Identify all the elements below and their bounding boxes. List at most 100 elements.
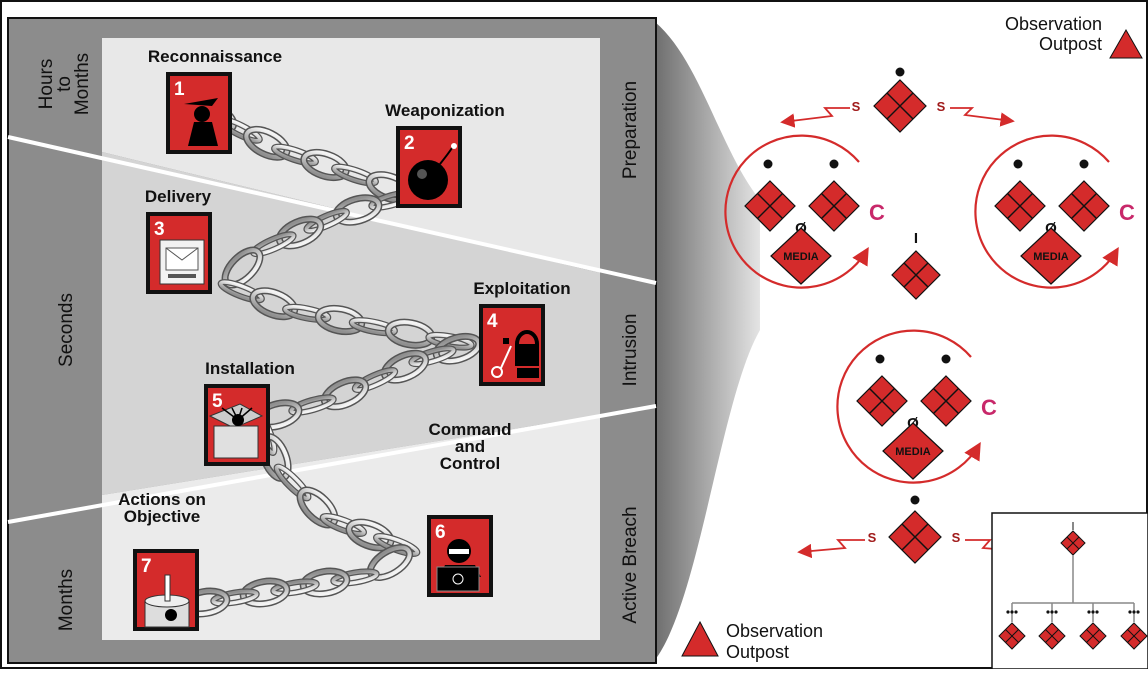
cluster-right-media: MEDIA [1020, 227, 1082, 285]
chain-link-highlight [244, 127, 289, 160]
spider-box-icon [208, 403, 264, 459]
i-label: I [914, 230, 918, 247]
envelope-icon [159, 239, 205, 285]
triangle-icon [1109, 28, 1143, 59]
cluster-bottom-media: MEDIA [882, 422, 944, 480]
chain-link-highlight [218, 280, 264, 303]
inset-child-node-2 [1038, 622, 1066, 650]
chain-link-highlight [434, 334, 481, 364]
signal-arrow-left [797, 539, 865, 559]
chain-link-highlight [316, 306, 364, 334]
cluster-bottom-node-right [920, 375, 972, 427]
chain-link-highlight [331, 569, 379, 586]
step-5-label: Installation [205, 359, 295, 378]
triangle-icon [681, 620, 719, 657]
cluster-left-node-right [808, 180, 860, 232]
chain-link-highlight [322, 377, 368, 409]
chain-link-highlight [334, 195, 381, 225]
step-2-label: Weaponization [385, 101, 505, 120]
chain-link-highlight [272, 144, 318, 166]
chain-link-highlight [332, 164, 378, 186]
chain-link-highlight [320, 514, 366, 536]
node-dot [910, 495, 920, 505]
signal-arrow-right [950, 107, 1015, 127]
step-1-number: 1 [174, 79, 185, 100]
step-6-number: 6 [435, 522, 446, 543]
cycle-arrow [974, 134, 1119, 289]
step-1-label: Reconnaissance [148, 47, 282, 66]
spy-icon [184, 98, 218, 146]
step-4-label: Exploitation [473, 279, 570, 298]
top-node [873, 79, 927, 133]
chain-link-highlight [301, 150, 349, 180]
chain-link-highlight [271, 579, 319, 596]
preparation-label: Preparation [620, 81, 641, 179]
months-label: Months [56, 569, 77, 631]
cycle-arrow [836, 329, 981, 484]
s-label-bottom-left: S [868, 530, 877, 545]
chain-link-highlight [277, 217, 323, 248]
step-4: Exploitation 4 [473, 279, 571, 386]
chain-link-highlight [349, 318, 397, 335]
active-breach-label: Active Breach [620, 506, 641, 623]
cluster-left-c-label: C [869, 200, 885, 225]
node-dot [829, 159, 839, 169]
node-dot [1013, 159, 1023, 169]
cluster-right-node-right [1058, 180, 1110, 232]
node-dot [875, 354, 885, 364]
hierarchy-inset [991, 512, 1148, 670]
cluster-right-c-label: C [1119, 200, 1135, 225]
bomb-icon [408, 143, 457, 200]
media-label: MEDIA [1033, 251, 1069, 263]
inset-child-node-1 [998, 622, 1026, 650]
hours-to-months-label: HourstoMonths [36, 53, 93, 115]
bottom-node [888, 510, 942, 564]
chain-link-highlight [241, 579, 289, 606]
step-4-number: 4 [487, 311, 498, 332]
step-5-number: 5 [212, 391, 223, 412]
s-label-top-right: S [937, 99, 946, 114]
cycle-arrow [724, 134, 869, 289]
s-label-top-left: S [852, 99, 861, 114]
chain-link-highlight [289, 395, 336, 415]
chain-link-highlight [347, 520, 393, 550]
cluster-bottom-c-label: C [981, 395, 997, 420]
chain-link-highlight [283, 305, 331, 322]
media-label: MEDIA [895, 446, 931, 458]
detonator-icon [144, 574, 190, 628]
kill-chain-panel [7, 17, 657, 664]
funnel-shape [655, 22, 760, 660]
step-1: Reconnaissance 1 [148, 47, 282, 154]
padlock-key-icon [491, 330, 539, 378]
step-5: Installation 5 [204, 359, 295, 466]
chain-link-highlight [211, 589, 259, 606]
cluster-left-node-left [744, 180, 796, 232]
intrusion-label: Intrusion [620, 314, 641, 387]
inset-child-node-3 [1079, 622, 1107, 650]
chain-link-highlight [304, 209, 349, 233]
cluster-left-media: MEDIA [770, 227, 832, 285]
cluster-right-node-left [994, 180, 1046, 232]
side-labels: HourstoMonths Seconds Months Preparation… [36, 53, 641, 631]
inset-child-node-4 [1120, 622, 1148, 650]
chain-link-highlight [301, 569, 349, 596]
signal-arrow-left [780, 107, 850, 128]
chain-link-highlight [274, 464, 311, 501]
media-label: MEDIA [783, 251, 819, 263]
chain-link-highlight [409, 346, 456, 366]
kill-chain-steps: Reconnaissance 1Weaponization2Delivery3Ex… [118, 47, 571, 631]
cluster-bottom-node-left [856, 375, 908, 427]
seconds-label: Seconds [56, 293, 77, 367]
